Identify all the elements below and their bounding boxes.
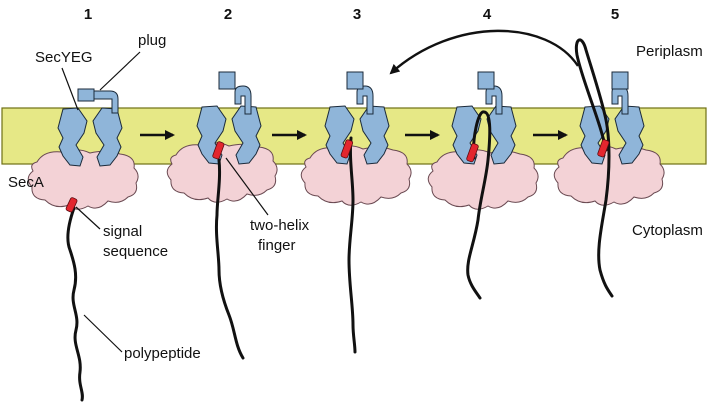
step-number-2: 2 (224, 6, 232, 23)
step-numbers: 1 2 3 4 5 (84, 6, 619, 23)
labels: SecYEG plug SecA signal sequence two-hel… (8, 32, 703, 362)
seca-1 (27, 149, 139, 210)
plug-1-head (77, 88, 95, 102)
chain-3 (347, 136, 357, 354)
step-number-5: 5 (611, 6, 619, 23)
chain-4 (466, 110, 492, 300)
plug-4-head (477, 71, 495, 90)
signal-sequence-3 (340, 139, 354, 159)
step-2 (166, 71, 278, 360)
step-5 (553, 38, 665, 298)
signal-sequence-4 (466, 143, 479, 163)
seca-3 (300, 145, 412, 206)
plug-2-head (218, 71, 236, 90)
leader-signal (75, 206, 101, 230)
seca-4 (427, 149, 539, 210)
chain-2 (214, 158, 245, 360)
plug-2 (234, 85, 252, 115)
leader-finger (225, 157, 269, 216)
label-signal-line1: signal (103, 223, 142, 240)
leader-plug (99, 51, 141, 91)
leader-polypeptide (83, 314, 123, 353)
seca-2 (166, 142, 278, 203)
label-secyeg: SecYEG (35, 49, 93, 66)
chain-1 (66, 206, 84, 402)
label-finger-line2: finger (258, 237, 296, 254)
label-signal-line2: sequence (103, 243, 168, 260)
return-arrow (389, 29, 580, 75)
step-number-4: 4 (483, 6, 492, 23)
label-finger-line1: two-helix (250, 217, 310, 234)
leader-secyeg (61, 67, 79, 111)
signal-sequence-2 (212, 141, 225, 160)
label-plug: plug (138, 32, 166, 49)
label-seca: SecA (8, 174, 44, 191)
step-4 (427, 71, 539, 300)
signal-sequence-1 (65, 197, 78, 213)
chain-5 (574, 38, 614, 298)
signal-sequence-5 (597, 139, 610, 158)
plug-3-head (346, 71, 364, 90)
label-periplasm: Periplasm (636, 43, 703, 60)
plug-5-head (611, 71, 629, 90)
step-number-3: 3 (353, 6, 361, 23)
step-number-1: 1 (84, 6, 92, 23)
step-3 (300, 71, 412, 354)
step-1 (27, 88, 139, 402)
label-cytoplasm: Cytoplasm (632, 222, 703, 239)
label-polypeptide: polypeptide (124, 345, 201, 362)
